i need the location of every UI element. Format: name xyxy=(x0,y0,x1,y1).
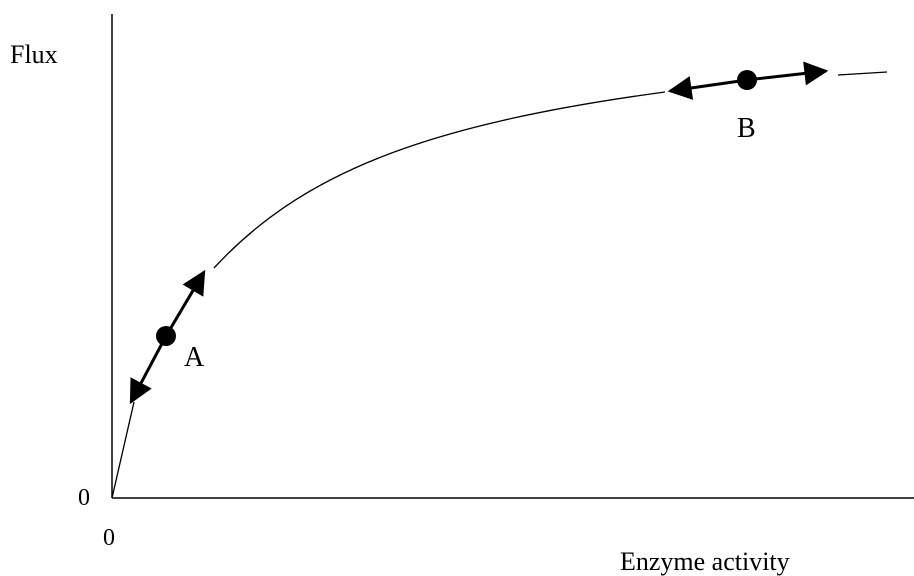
flux-curve-main-segment xyxy=(213,91,666,269)
x-axis-label: Enzyme activity xyxy=(620,547,790,576)
point-a-label: A xyxy=(184,342,205,373)
origin-x-label: 0 xyxy=(103,525,115,551)
point-b-arrow-left xyxy=(667,76,748,100)
point-a-arrow-down xyxy=(129,335,168,405)
point-a-arrow-up xyxy=(164,269,206,337)
point-a-marker xyxy=(156,326,176,346)
flux-curve-end-segment xyxy=(837,71,888,76)
point-b-label: B xyxy=(737,113,756,144)
y-axis-label: Flux xyxy=(10,40,58,69)
point-b-arrow-right xyxy=(746,61,829,86)
point-b-marker xyxy=(737,70,757,90)
origin-y-label: 0 xyxy=(78,485,90,511)
flux-curve-initial-segment xyxy=(111,401,135,499)
